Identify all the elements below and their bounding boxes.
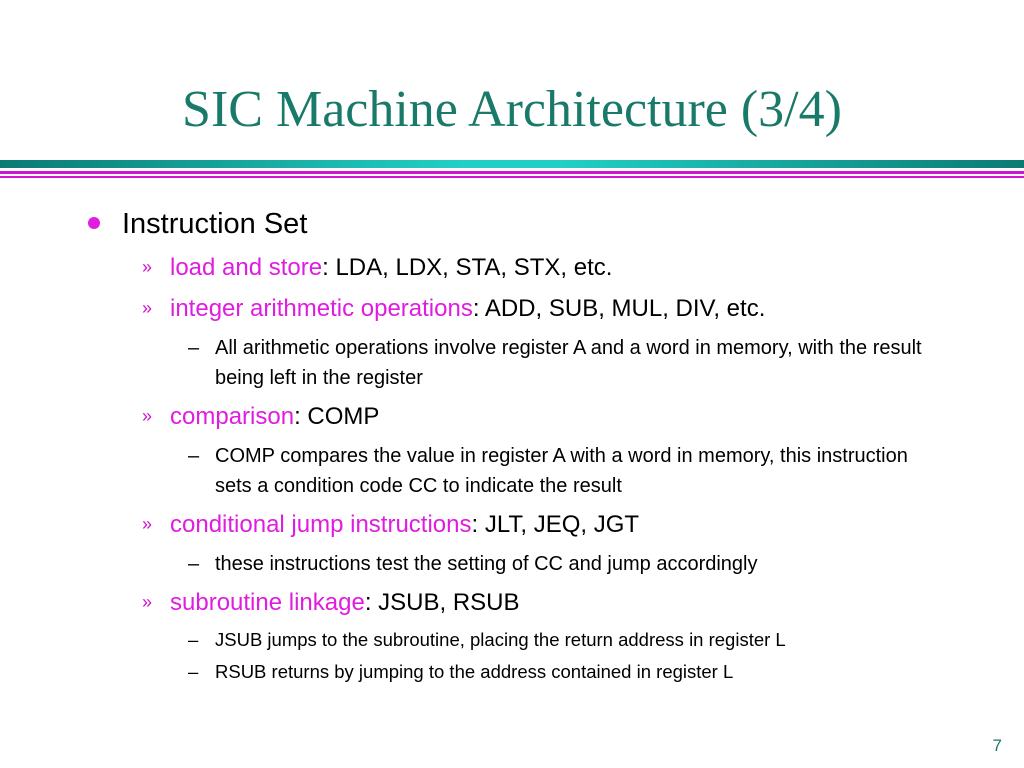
page-number: 7 — [992, 736, 1002, 755]
item-detail: JLT, JEQ, JGT — [478, 511, 640, 538]
sub-item: – JSUB jumps to the subroutine, placing … — [188, 625, 948, 655]
list-item-comparison: » comparison: COMP — [142, 405, 379, 429]
chevron-marker-icon: » — [142, 514, 153, 534]
sub-item-text: All arithmetic operations involve regist… — [215, 337, 922, 389]
sub-item-text: JSUB jumps to the subroutine, placing th… — [215, 629, 786, 650]
sub-item: – these instructions test the setting of… — [188, 549, 948, 579]
sub-item: – COMP compares the value in register A … — [188, 441, 948, 501]
sub-item-text: these instructions test the setting of C… — [215, 553, 758, 575]
title-rule-teal — [0, 160, 1024, 168]
sub-item-text: COMP compares the value in register A wi… — [215, 445, 908, 497]
item-sep: : — [322, 254, 329, 281]
sub-item: – RSUB returns by jumping to the address… — [188, 657, 948, 687]
chevron-marker-icon: » — [142, 298, 153, 318]
chevron-marker-icon: » — [142, 406, 153, 426]
dash-marker-icon: – — [188, 661, 199, 682]
dash-marker-icon: – — [188, 445, 200, 467]
item-sep: : — [471, 511, 479, 538]
item-sep: : — [472, 295, 480, 322]
dash-marker-icon: – — [188, 337, 200, 359]
list-item-subroutine-linkage: » subroutine linkage: JSUB, RSUB — [142, 591, 520, 615]
dash-marker-icon: – — [188, 553, 200, 575]
slide-title: SIC Machine Architecture (3/4) — [182, 81, 842, 138]
title-rule-magenta-thin — [0, 176, 1024, 178]
list-item-load-store: » load and store: LDA, LDX, STA, STX, etc… — [142, 256, 612, 280]
chevron-marker-icon: » — [142, 592, 153, 612]
item-term: conditional jump instructions — [170, 511, 472, 538]
title-rule-magenta — [0, 171, 1024, 174]
sub-item-text: RSUB returns by jumping to the address c… — [215, 661, 734, 682]
item-term: subroutine linkage — [170, 589, 365, 616]
item-detail: LDA, LDX, STA, STX, etc. — [328, 254, 613, 281]
item-detail: COMP — [300, 403, 380, 430]
item-term: comparison — [170, 403, 295, 430]
chevron-marker-icon: » — [142, 257, 153, 277]
bullet-dot-icon — [88, 217, 100, 230]
bullet-instruction-set: Instruction Set — [88, 210, 307, 239]
list-item-integer-arithmetic: » integer arithmetic operations: ADD, SUB… — [142, 297, 765, 321]
list-item-conditional-jump: » conditional jump instructions: JLT, JEQ… — [142, 513, 639, 537]
item-sep: : — [294, 403, 301, 430]
item-detail: JSUB, RSUB — [371, 589, 520, 616]
bullet-text: Instruction Set — [122, 208, 308, 240]
item-term: load and store — [170, 254, 323, 281]
dash-marker-icon: – — [188, 629, 199, 650]
item-detail: ADD, SUB, MUL, DIV, etc. — [479, 295, 766, 322]
item-sep: : — [364, 589, 372, 616]
sub-item: – All arithmetic operations involve regi… — [188, 333, 948, 393]
item-term: integer arithmetic operations — [170, 295, 473, 322]
